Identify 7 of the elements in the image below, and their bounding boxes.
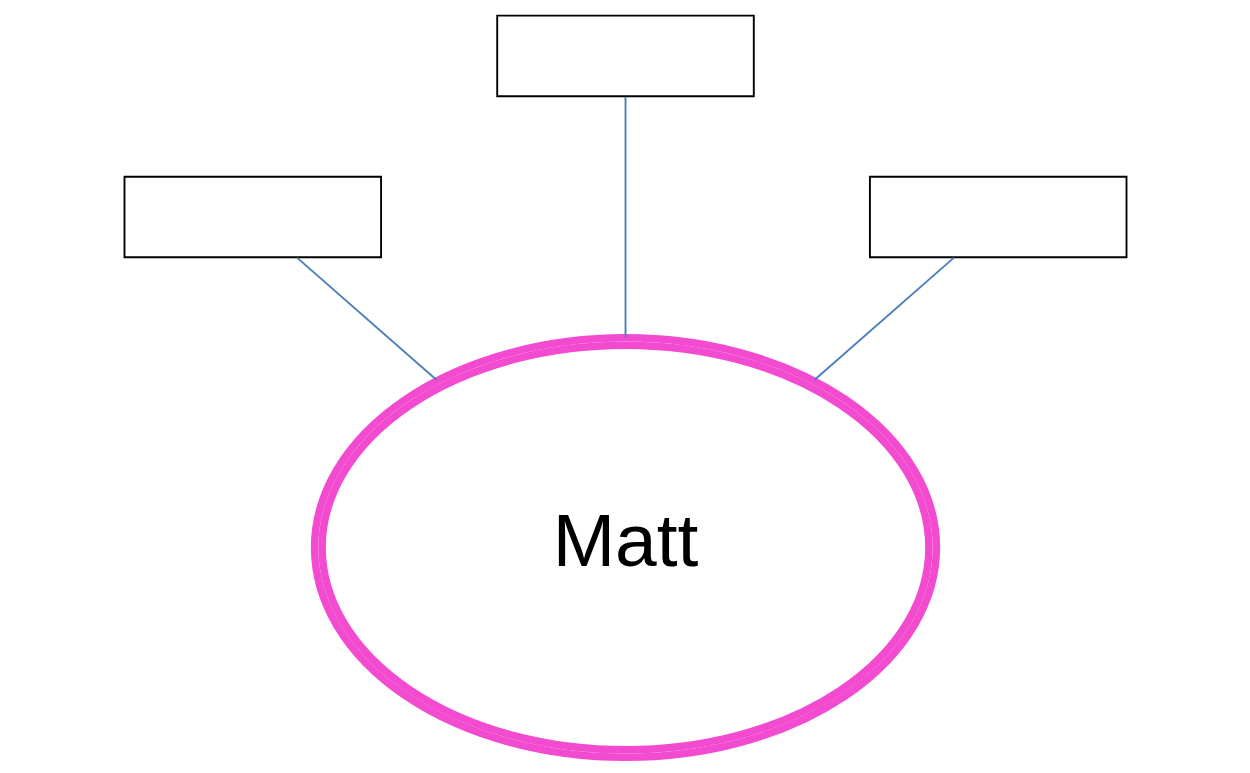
- node-box: [123, 175, 382, 259]
- connector: [812, 256, 955, 381]
- connector: [624, 95, 626, 339]
- node-box: [868, 175, 1127, 259]
- node-box: [495, 14, 755, 98]
- connector: [295, 256, 438, 381]
- node-ellipse: Matt: [310, 334, 940, 762]
